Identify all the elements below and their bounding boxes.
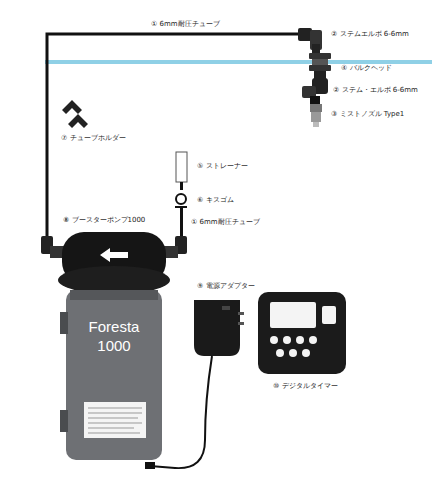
tube — [180, 207, 183, 240]
part-label: ⑥ キスゴム — [196, 196, 235, 204]
part-label: ③ ミストノズル Type1 — [330, 110, 405, 118]
part-label: ① 6mm耐圧チューブ — [150, 20, 221, 28]
part-label: ⑧ ブースターポンプ1000 — [62, 216, 146, 224]
tube — [180, 182, 183, 190]
suction-cup — [175, 194, 187, 207]
strainer — [176, 152, 187, 182]
part-label: ⑦ チューブホルダー — [60, 134, 127, 142]
stem-elbow — [302, 78, 328, 104]
pump-head — [58, 232, 170, 294]
tube-holder — [62, 100, 88, 128]
pump-body — [60, 290, 162, 460]
digital-timer — [258, 292, 346, 374]
part-label: ⑩ デジタルタイマー — [272, 382, 339, 390]
mist-nozzle — [310, 104, 322, 127]
pump-nameplate: Foresta 1000 — [66, 318, 162, 388]
part-label: ⑨ 電源アダプター — [196, 282, 256, 290]
part-label: ② ステム・エルボ 6-6mm — [332, 86, 419, 94]
power-adapter — [145, 300, 244, 469]
bulkhead — [309, 53, 331, 79]
part-label: ① 6mm耐圧チューブ — [190, 218, 261, 226]
part-label: ④ バルクヘッド — [340, 64, 393, 72]
part-label: ② ステムエルボ 6-6mm — [330, 30, 410, 38]
product-name: Foresta 1000 — [79, 318, 149, 356]
stem-elbow — [298, 28, 322, 54]
tube — [47, 34, 300, 238]
part-label: ⑤ ストレーナー — [196, 162, 249, 170]
